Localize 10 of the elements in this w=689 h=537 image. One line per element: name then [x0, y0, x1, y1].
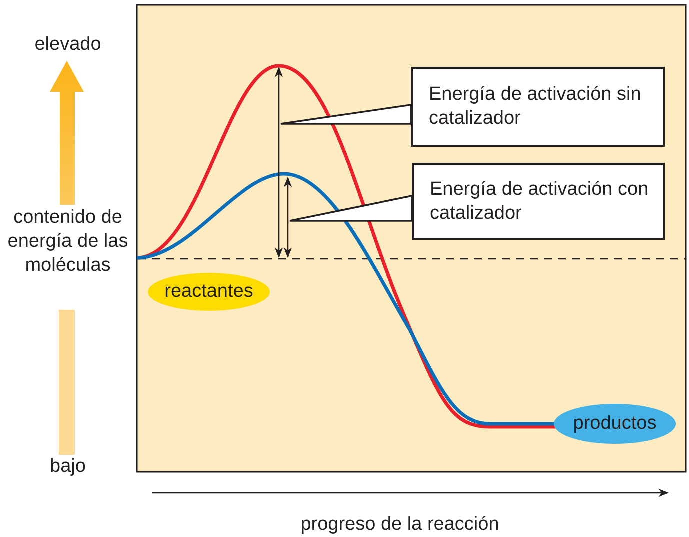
axis-label: progreso de la reacción	[300, 513, 500, 537]
axis-label: elevado	[34, 33, 102, 57]
callout-box: Energía de activación con catalizador	[412, 163, 665, 240]
axis-label: contenido de energía de las moléculas	[6, 206, 130, 278]
dimension-line	[284, 176, 292, 258]
axis-label: bajo	[49, 455, 87, 479]
callout-box: Energía de activación sin catalizador	[411, 67, 665, 147]
callout-tail	[289, 194, 413, 222]
callout-tail	[280, 104, 412, 125]
dimension-line	[274, 66, 284, 258]
